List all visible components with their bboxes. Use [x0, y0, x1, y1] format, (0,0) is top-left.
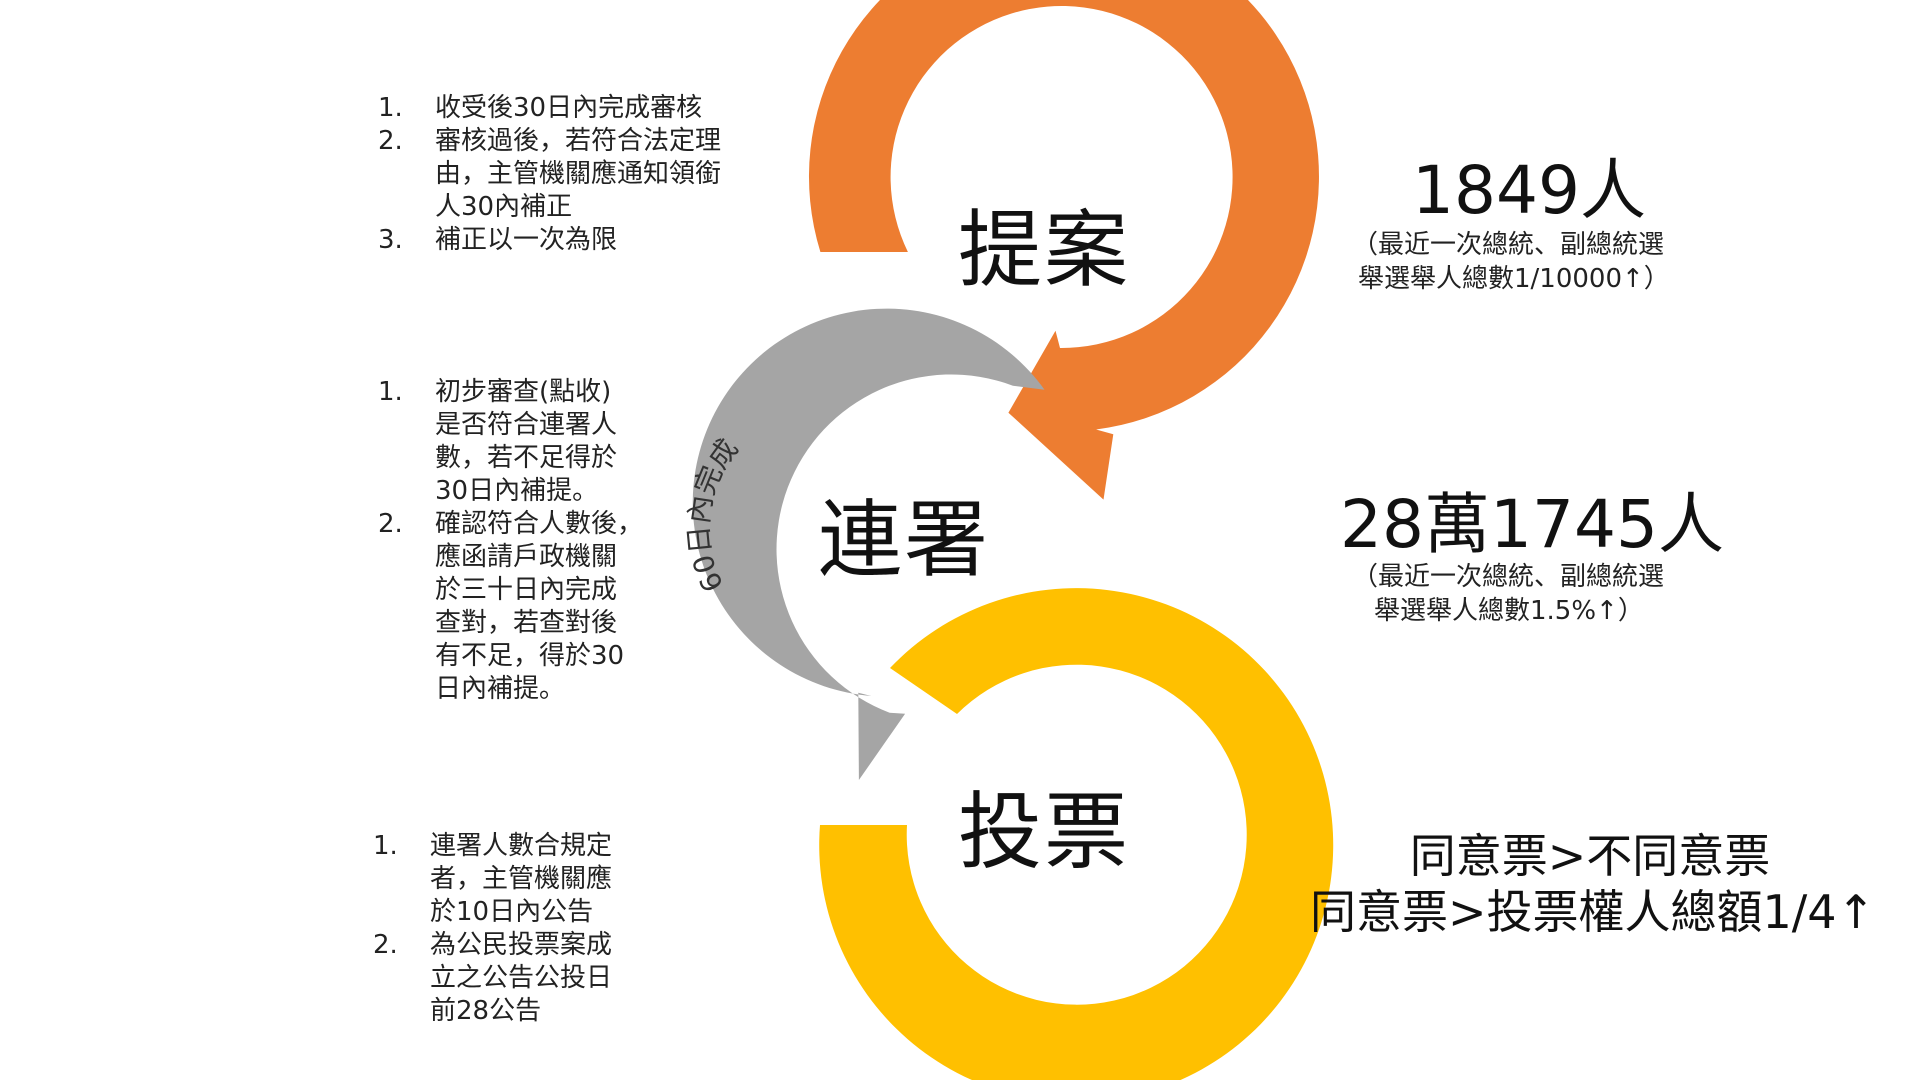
- vote-pass-conditions: 同意票>不同意票 同意票>投票權人總額1/4↑: [1310, 828, 1876, 940]
- vote-condition-line2: 同意票>投票權人總額1/4↑: [1310, 885, 1876, 939]
- step-number: 2.: [373, 930, 398, 960]
- step-text-line: 30日內補提。: [435, 476, 599, 506]
- propose-ring-arrow: [808, 0, 1319, 500]
- signature-count-note: （最近一次總統、副總統選 舉選舉人總數1.5%↑）: [1352, 560, 1664, 628]
- step-text-line: 由，主管機關應通知領銜: [435, 159, 722, 189]
- step-item: 1. 收受後30日內完成審核: [378, 92, 721, 125]
- step-number: 3.: [378, 225, 403, 255]
- propose-count-note-line2: 舉選舉人總數1/10000↑）: [1358, 264, 1670, 294]
- step-text-line: 數，若不足得於: [435, 443, 618, 473]
- step-number: 2.: [378, 509, 403, 539]
- step-text-line: 補正以一次為限: [435, 225, 618, 255]
- step-text-line: 連署人數合規定: [430, 831, 613, 861]
- signature-count-note-line1: （最近一次總統、副總統選: [1352, 562, 1665, 592]
- step-text-line: 是否符合連署人: [435, 410, 618, 440]
- step-text-line: 於三十日內完成: [435, 575, 618, 605]
- step-text-line: 者，主管機關應: [430, 864, 613, 894]
- step-text-line: 初步審查(點收): [435, 377, 612, 407]
- step-item: 2. 為公民投票案成立之公告公投日前28公告: [373, 929, 612, 1028]
- step-number: 1.: [373, 831, 398, 861]
- step-text-line: 應函請戶政機關: [435, 542, 618, 572]
- step-item: 3. 補正以一次為限: [378, 224, 721, 257]
- step-item: 1. 連署人數合規定者，主管機關應於10日內公告: [373, 830, 612, 929]
- signature-count-note-line2: 舉選舉人總數1.5%↑）: [1374, 596, 1644, 626]
- stage-label-signature: 連署: [818, 491, 991, 589]
- stage-label-propose: 提案: [958, 201, 1131, 299]
- propose-count-note: （最近一次總統、副總統選 舉選舉人總數1/10000↑）: [1352, 228, 1670, 296]
- step-text-line: 日內補提。: [435, 674, 566, 704]
- step-text-line: 於10日內公告: [430, 897, 594, 927]
- step-text-line: 立之公告公投日: [430, 963, 613, 993]
- step-text-line: 確認符合人數後，: [435, 509, 644, 539]
- step-text-line: 審核過後，若符合法定理: [435, 126, 722, 156]
- step-text-line: 查對，若查對後: [435, 608, 618, 638]
- stage-label-vote: 投票: [958, 783, 1131, 881]
- step-text-line: 為公民投票案成: [430, 930, 613, 960]
- vote-ring: [819, 588, 1334, 1080]
- step-text-line: 收受後30日內完成審核: [435, 93, 703, 123]
- step-text-line: 前28公告: [430, 996, 542, 1026]
- step-number: 1.: [378, 377, 403, 407]
- signature-required-count: 28萬1745人: [1340, 486, 1724, 563]
- propose-count-note-line1: （最近一次總統、副總統選: [1352, 230, 1665, 260]
- step-text-line: 有不足，得於30: [435, 641, 625, 671]
- propose-steps-list: 1. 收受後30日內完成審核 2. 審核過後，若符合法定理由，主管機關應通知領銜人30…: [378, 92, 721, 257]
- step-number: 2.: [378, 126, 403, 156]
- step-text-line: 人30內補正: [435, 192, 573, 222]
- step-item: 2. 審核過後，若符合法定理由，主管機關應通知領銜人30內補正: [378, 125, 721, 224]
- vote-steps-list: 1. 連署人數合規定者，主管機關應於10日內公告 2. 為公民投票案成立之公告公投日前…: [373, 830, 612, 1028]
- vote-condition-line1: 同意票>不同意票: [1409, 829, 1771, 883]
- propose-required-count: 1849人: [1412, 152, 1646, 229]
- step-number: 1.: [378, 93, 403, 123]
- signature-arc-arrow: [692, 308, 1045, 780]
